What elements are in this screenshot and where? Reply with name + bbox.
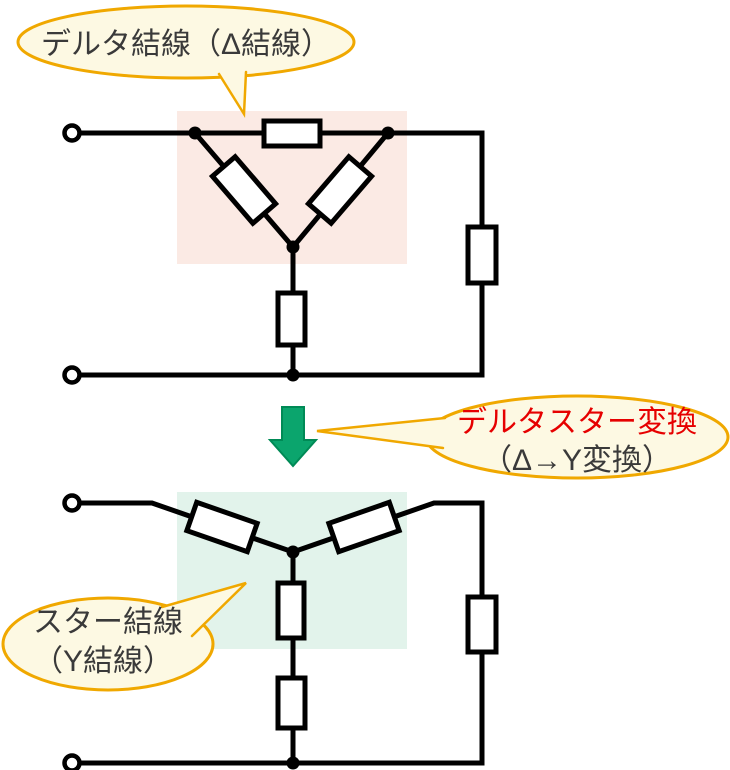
delta-label: デルタ結線（Δ結線） [41, 28, 331, 61]
terminal-top-left [62, 493, 82, 513]
transform-label-line2: （Δ→Y変換） [482, 444, 672, 477]
star-label-bubble: スター結線 （Y結線） [1, 581, 247, 692]
resistor-star-left [183, 499, 261, 555]
star-label-line2: （Y結線） [33, 645, 173, 678]
resistor-delta-left [208, 153, 280, 227]
resistor-star-series [275, 675, 308, 731]
junction-dot [286, 756, 300, 770]
resistor-load-bottom [465, 594, 499, 655]
bubble-ellipse [16, 4, 356, 80]
bubble-tail [316, 416, 447, 450]
resistor-delta-right [304, 153, 376, 227]
resistor-delta-series [275, 290, 308, 348]
terminal-bottom-left [62, 365, 82, 385]
down-arrow-icon [267, 406, 319, 468]
resistor-star-right [325, 499, 403, 555]
junction-dot [286, 545, 300, 559]
delta-label-bubble: デルタ結線（Δ結線） [16, 4, 356, 119]
transform-label-bubble: デルタスター変換 （Δ→Y変換） [316, 394, 730, 480]
junction-dot [286, 240, 300, 254]
transform-label-line1: デルタスター変換 [457, 406, 697, 439]
terminal-top-left [62, 123, 82, 143]
star-circuit [62, 493, 499, 770]
star-label-line1: スター結線 [33, 606, 183, 639]
terminal-bottom-left [62, 753, 82, 770]
delta-circuit [62, 118, 499, 385]
junction-dot [381, 126, 395, 140]
resistor-star-center [275, 580, 307, 641]
junction-dot [188, 126, 202, 140]
bubble-ellipse [1, 596, 215, 692]
junction-dot [286, 368, 300, 382]
wire-outer-loop-bottom [80, 500, 485, 766]
bubble-tail [160, 581, 247, 638]
resistor-load-top [465, 224, 499, 286]
bubble-tail [217, 70, 248, 119]
resistor-delta-top [261, 118, 323, 149]
